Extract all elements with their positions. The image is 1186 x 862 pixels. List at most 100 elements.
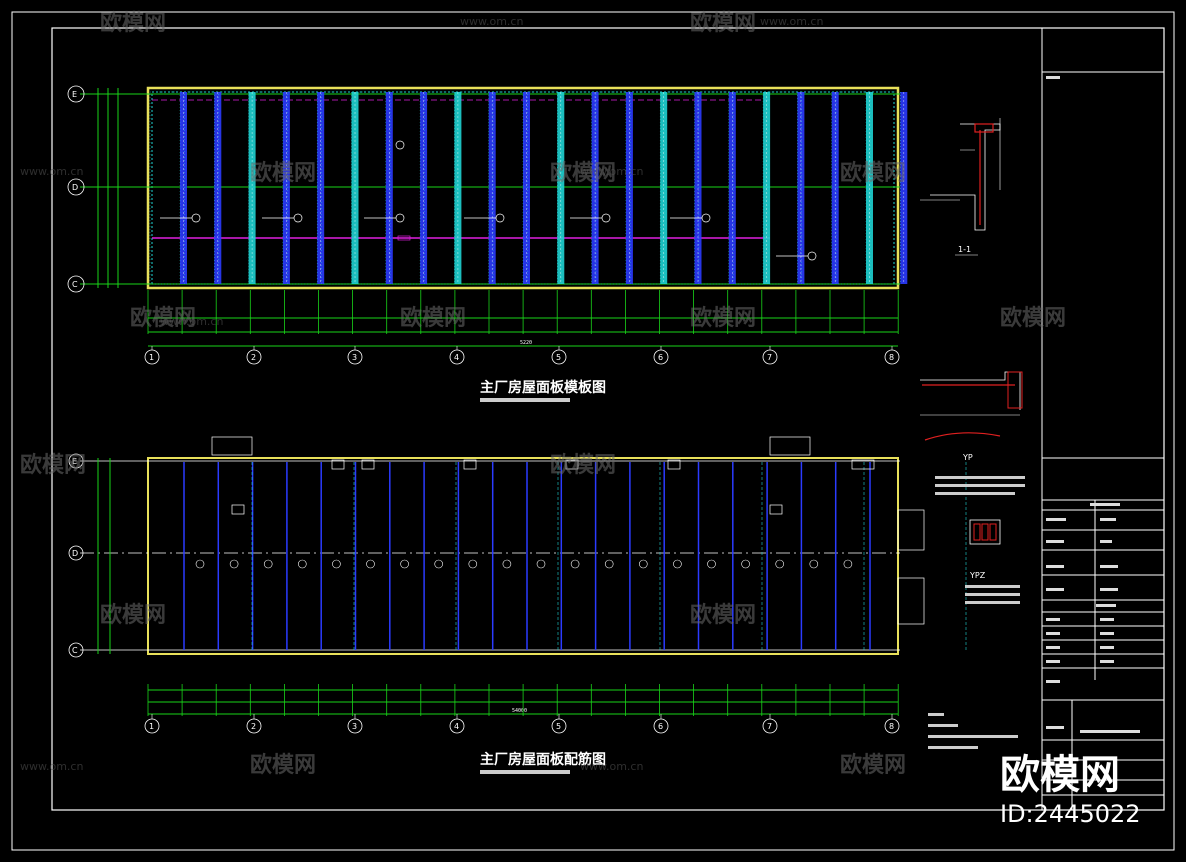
watermark-brand: 欧模网 <box>100 602 166 628</box>
top-row-bubble <box>67 178 85 196</box>
bottom-rebar-marker <box>536 559 546 569</box>
yp-detail: YP <box>920 371 1025 495</box>
top-col-bubble-label: 1 <box>149 353 154 362</box>
watermark-brand: 欧模网 <box>840 160 906 186</box>
bottom-col-bubble-label: 4 <box>454 722 459 731</box>
bottom-dim-ticks <box>147 684 899 716</box>
bottom-col-bubble-label: 1 <box>149 722 154 731</box>
top-slab-panel <box>424 91 455 285</box>
bottom-col-bubble <box>144 718 160 734</box>
watermark-brand: 欧模网 <box>130 305 196 331</box>
top-slab-panel <box>767 91 798 285</box>
top-col-bubble <box>246 349 262 365</box>
top-col-bubble <box>551 349 567 365</box>
top-slab-panel <box>595 91 627 285</box>
top-slab-panel <box>287 91 318 285</box>
bottom-col-bubble-label: 2 <box>251 722 256 731</box>
bottom-rebar-marker <box>195 559 205 569</box>
bottom-openings <box>211 436 925 625</box>
bottom-rebar-marker <box>400 559 409 569</box>
top-plan-title: 主厂房屋面板模板图 <box>480 379 606 396</box>
top-slab-panel <box>561 91 592 285</box>
bottom-rebar-marker <box>332 559 341 569</box>
bottom-col-bubble <box>449 718 465 734</box>
top-slab-panel <box>801 91 832 285</box>
bottom-col-bubble <box>347 718 363 734</box>
watermark-url: www.om.cn <box>760 15 823 28</box>
watermark-big-logo: 欧模网 <box>1000 752 1120 798</box>
top-row-bubble-label: C <box>72 280 78 289</box>
bottom-notes <box>928 713 1018 749</box>
bottom-row-bubble-label: D <box>72 549 78 558</box>
bottom-col-bubble-label: 5 <box>556 722 561 731</box>
bottom-rebar-marker <box>297 559 307 569</box>
top-row-bubble-label: D <box>72 183 78 192</box>
top-col-bubble-label: 4 <box>454 353 459 362</box>
bottom-col-bubble <box>551 718 567 734</box>
bottom-col-bubble <box>653 718 669 734</box>
top-slab-panel <box>835 91 867 285</box>
bottom-rebar-marker <box>263 559 273 569</box>
bottom-col-bubble <box>246 718 262 734</box>
top-total-dim: 5220 <box>520 340 532 346</box>
bottom-rebar-markers <box>195 559 853 569</box>
watermark-url: www.om.cn <box>20 165 83 178</box>
top-col-bubble <box>347 349 363 365</box>
watermark-brand: 欧模网 <box>690 602 756 628</box>
top-slab-panel <box>492 91 524 285</box>
bottom-col-bubble-label: 6 <box>658 722 663 731</box>
watermark-brand: 欧模网 <box>250 752 316 778</box>
top-col-bubble-label: 2 <box>251 353 256 362</box>
bottom-total-dim: 54000 <box>512 708 527 714</box>
watermark-brand: 欧模网 <box>20 452 86 478</box>
title-block <box>1041 27 1165 811</box>
top-col-bubble-label: 6 <box>658 353 663 362</box>
bottom-rebar-marker <box>673 559 682 569</box>
top-col-bubble-label: 7 <box>767 353 772 362</box>
bottom-col-bubble <box>884 718 900 734</box>
watermark-brand: 欧模网 <box>550 160 616 186</box>
bottom-rebar-marker <box>707 559 716 569</box>
bottom-col-bubble-label: 7 <box>767 722 772 731</box>
bottom-rebar-marker <box>638 559 648 569</box>
watermark-brand: 欧模网 <box>690 305 756 331</box>
top-slab-panel <box>218 91 249 285</box>
watermark-url: www.om.cn <box>580 165 643 178</box>
bottom-row-axis-bubbles: EDC <box>68 453 84 658</box>
bottom-row-bubble <box>68 545 84 561</box>
bottom-col-bubble <box>762 718 778 734</box>
top-slab-panel <box>355 91 386 285</box>
bottom-rebar-marker <box>434 559 444 569</box>
bottom-rebar-marker <box>570 559 580 569</box>
watermark-brand: 欧模网 <box>840 752 906 778</box>
top-slab-panel <box>149 91 181 285</box>
ypz-label: YPZ <box>969 571 986 580</box>
top-col-bubble-label: 3 <box>352 353 357 362</box>
bottom-row-bubble <box>68 453 84 469</box>
outer-sheet-border <box>11 11 1175 851</box>
watermark-brand: 欧模网 <box>250 160 316 186</box>
bottom-row-bubble-label: E <box>72 457 77 466</box>
top-col-bubble <box>762 349 778 365</box>
watermark-url: www.om.cn <box>580 760 643 773</box>
watermark-layer: 欧模网欧模网欧模网欧模网欧模网欧模网欧模网欧模网欧模网欧模网欧模网欧模网欧模网欧… <box>20 10 1066 778</box>
top-row-bubble <box>67 275 85 293</box>
watermark-brand: 欧模网 <box>400 305 466 331</box>
top-col-bubble <box>449 349 465 365</box>
top-slab-panel <box>252 91 284 285</box>
bottom-rebar-marker <box>502 559 512 569</box>
top-slab-panel <box>184 91 215 285</box>
top-row-bubble-label: E <box>72 90 77 99</box>
top-col-bubble <box>144 349 160 365</box>
watermark-brand: 欧模网 <box>1000 305 1066 331</box>
watermark-id: ID:2445022 <box>1000 800 1141 828</box>
bottom-row-bubble <box>68 642 84 658</box>
watermark-url: www.om.cn <box>460 15 523 28</box>
watermark-brand: 欧模网 <box>550 452 616 478</box>
yp-label: YP <box>962 453 973 462</box>
bottom-slab-outline <box>147 457 899 655</box>
section-detail-1-1: 1-1 <box>920 118 1001 256</box>
